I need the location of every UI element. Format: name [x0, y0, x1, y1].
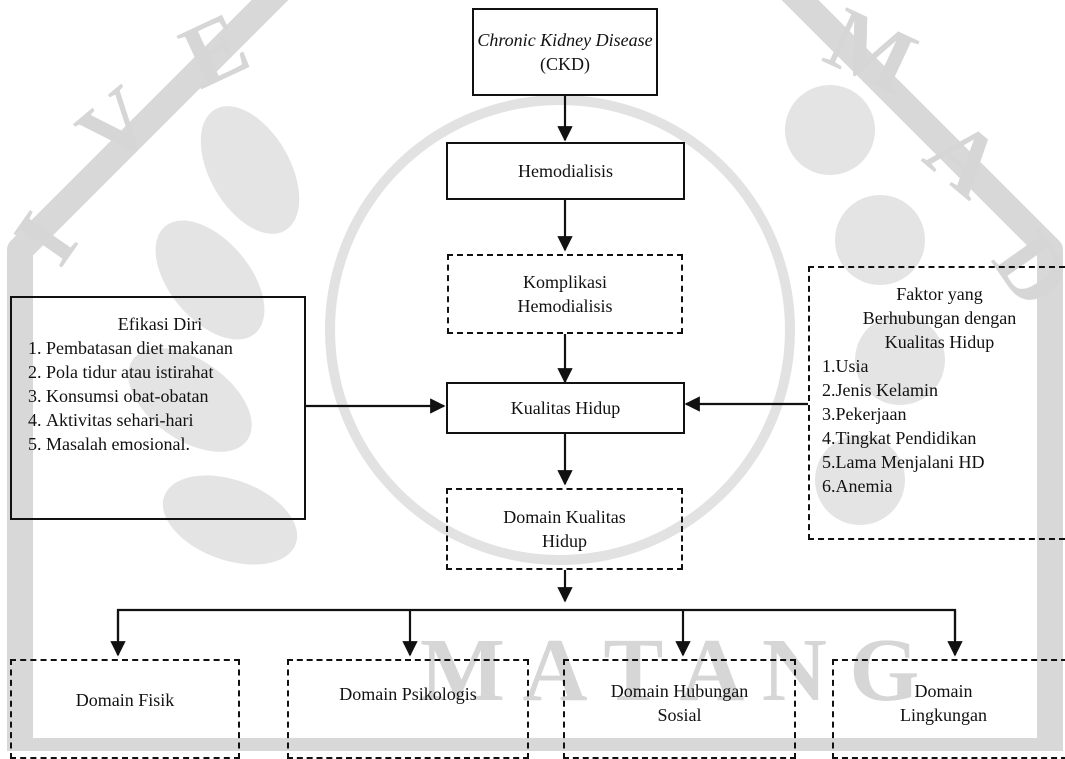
efikasi-item-text: Aktivitas sehari-hari	[46, 410, 194, 430]
domain-fisik-line1: Domain Fisik	[75, 690, 175, 710]
node-kualitas-hidup: Kualitas Hidup	[446, 382, 685, 434]
hemodialisis-label: Hemodialisis	[518, 161, 613, 181]
node-domain-kualitas-hidup: Domain Kualitas Hidup	[446, 488, 683, 570]
watermark-cotton	[815, 435, 905, 525]
efikasi-item-text: Pembatasan diet makanan	[46, 338, 233, 358]
faktor-item: 2.Jenis Kelamin	[822, 378, 1057, 402]
domain-lingkungan-line1: Domain	[914, 681, 973, 701]
domain-sosial-line1: Domain Hubungan	[610, 681, 749, 701]
faktor-item-text: Anemia	[835, 476, 893, 496]
domain-lingkungan-line2: Lingkungan	[900, 705, 987, 725]
faktor-list: 1.Usia 2.Jenis Kelamin 3.Pekerjaan 4.Tin…	[822, 354, 1057, 498]
komplikasi-line2: Hemodialisis	[517, 296, 613, 316]
efikasi-item-num: 3.	[28, 386, 42, 406]
efikasi-item: 1. Pembatasan diet makanan	[28, 336, 292, 360]
faktor-item: 6.Anemia	[822, 474, 1057, 498]
watermark-leaf	[128, 348, 252, 452]
efikasi-item-num: 1.	[28, 338, 42, 358]
watermark-leaf	[200, 106, 300, 234]
efikasi-item: 3. Konsumsi obat-obatan	[28, 384, 292, 408]
efikasi-item-num: 2.	[28, 362, 42, 382]
domain-kualitas-line2: Hidup	[542, 531, 587, 551]
faktor-item-text: Tingkat Pendidikan	[835, 428, 977, 448]
faktor-item-text: Lama Menjalani HD	[835, 452, 985, 472]
efikasi-item: 5. Masalah emosional.	[28, 432, 292, 456]
watermark-leaf	[162, 475, 298, 565]
faktor-item-num: 1.	[822, 356, 836, 376]
node-komplikasi: Komplikasi Hemodialisis	[447, 254, 683, 334]
node-domain-psikologis: Domain Psikologis	[287, 659, 529, 759]
node-hemodialisis: Hemodialisis	[446, 142, 685, 200]
faktor-title-line3: Kualitas Hidup	[884, 332, 995, 352]
faktor-item-text: Jenis Kelamin	[835, 380, 938, 400]
faktor-title-line1: Faktor yang	[896, 284, 983, 304]
watermark-cotton	[835, 195, 925, 285]
efikasi-item: 4. Aktivitas sehari-hari	[28, 408, 292, 432]
faktor-item-num: 6.	[822, 476, 836, 496]
komplikasi-line1: Komplikasi	[523, 272, 607, 292]
watermark-inner-circle	[325, 95, 795, 565]
efikasi-item-text: Masalah emosional.	[46, 434, 190, 454]
faktor-item-num: 4.	[822, 428, 836, 448]
domain-sosial-line2: Sosial	[657, 705, 702, 725]
watermark-cotton	[855, 315, 945, 405]
watermark-letter: V	[59, 68, 172, 186]
node-domain-lingkungan: Domain Lingkungan	[832, 659, 1065, 759]
efikasi-item-num: 4.	[28, 410, 42, 430]
efikasi-item-num: 5.	[28, 434, 42, 454]
efikasi-item: 2. Pola tidur atau istirahat	[28, 360, 292, 384]
node-ckd: Chronic Kidney Disease (CKD)	[472, 8, 658, 96]
watermark-cotton	[785, 85, 875, 175]
watermark-leaf	[155, 220, 265, 340]
faktor-item: 1.Usia	[822, 354, 1057, 378]
faktor-item: 3.Pekerjaan	[822, 402, 1057, 426]
faktor-item: 4.Tingkat Pendidikan	[822, 426, 1057, 450]
faktor-item-num: 3.	[822, 404, 836, 424]
faktor-item-text: Usia	[835, 356, 869, 376]
node-domain-hubungan-sosial: Domain Hubungan Sosial	[563, 659, 796, 759]
faktor-title-line2: Berhubungan dengan	[862, 308, 1017, 328]
faktor-item-text: Pekerjaan	[835, 404, 907, 424]
domain-kualitas-line1: Domain Kualitas	[503, 507, 626, 527]
faktor-item-num: 5.	[822, 452, 836, 472]
efikasi-item-text: Konsumsi obat-obatan	[46, 386, 209, 406]
efikasi-list: 1. Pembatasan diet makanan 2. Pola tidur…	[28, 336, 292, 456]
efikasi-title: Efikasi Diri	[117, 314, 203, 334]
kualitas-label: Kualitas Hidup	[510, 398, 621, 418]
ckd-title-rest: (CKD)	[540, 54, 590, 74]
node-domain-fisik: Domain Fisik	[10, 659, 240, 759]
efikasi-item-text: Pola tidur atau istirahat	[46, 362, 214, 382]
ckd-title-italic: Chronic Kidney Disease	[477, 30, 653, 50]
domain-psikologis-line1: Domain Psikologis	[339, 684, 477, 704]
watermark-octagon	[7, 0, 1063, 751]
faktor-item: 5.Lama Menjalani HD	[822, 450, 1057, 474]
faktor-item-num: 2.	[822, 380, 836, 400]
node-faktor: Faktor yang Berhubungan dengan Kualitas …	[808, 266, 1065, 540]
node-efikasi-diri: Efikasi Diri 1. Pembatasan diet makanan …	[10, 296, 306, 520]
